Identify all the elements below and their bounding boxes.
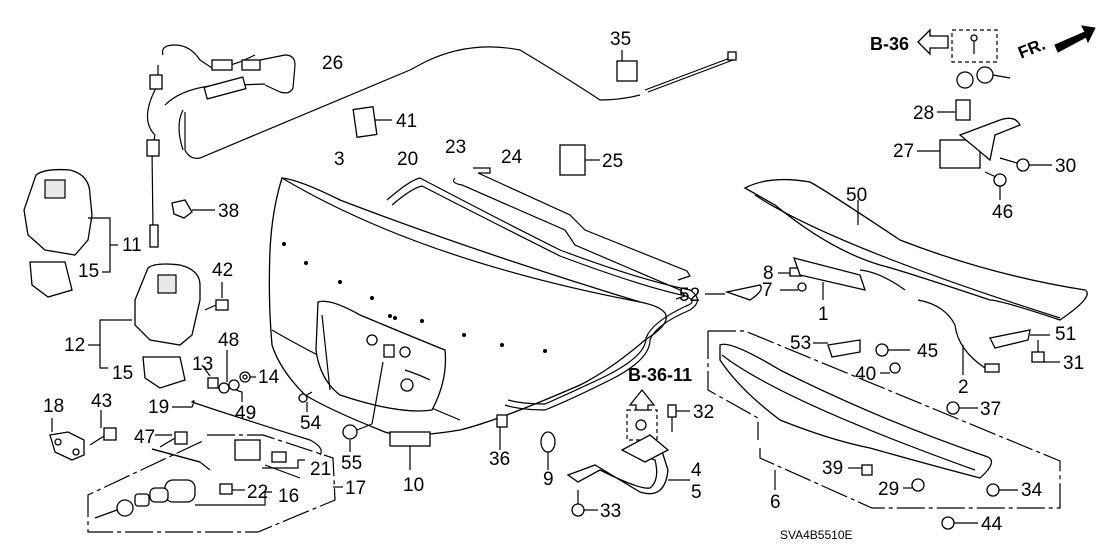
- part-label-52[interactable]: 52: [679, 285, 701, 306]
- part-label-8[interactable]: 8: [763, 263, 774, 284]
- weatherstrip-drawing: [386, 177, 699, 411]
- trunk-lock-assembly-drawings: [23, 168, 201, 389]
- part-label-34[interactable]: 34: [1021, 480, 1043, 501]
- part-label-4[interactable]: 4: [691, 460, 702, 481]
- part-label-22[interactable]: 22: [247, 482, 269, 503]
- part-label-2[interactable]: 2: [958, 377, 969, 398]
- part-label-18[interactable]: 18: [43, 396, 65, 417]
- diagram-code: SVA4B5510E: [780, 528, 853, 542]
- part-label-17[interactable]: 17: [345, 478, 367, 499]
- part-label-38[interactable]: 38: [218, 201, 240, 222]
- part-label-54[interactable]: 54: [300, 413, 322, 434]
- opener-cable-drawing: [146, 44, 641, 248]
- part-label-13[interactable]: 13: [192, 354, 214, 375]
- part-label-15a[interactable]: 15: [78, 261, 100, 282]
- part-label-40[interactable]: 40: [855, 364, 877, 385]
- trunk-lid-drawing: [268, 177, 667, 436]
- part-label-43[interactable]: 43: [91, 391, 113, 412]
- part-label-44[interactable]: 44: [981, 514, 1003, 535]
- part-label-6[interactable]: 6: [770, 492, 781, 513]
- part-label-51[interactable]: 51: [1055, 324, 1077, 345]
- part-label-9[interactable]: 9: [543, 469, 554, 490]
- part-label-37[interactable]: 37: [980, 399, 1002, 420]
- part-label-45[interactable]: 45: [917, 341, 939, 362]
- part-label-7[interactable]: 7: [762, 280, 773, 301]
- part-label-23[interactable]: 23: [445, 137, 467, 158]
- part-label-21[interactable]: 21: [310, 459, 332, 480]
- part-label-1[interactable]: 1: [818, 304, 829, 325]
- part-label-3[interactable]: 3: [334, 149, 345, 170]
- part-label-39[interactable]: 39: [822, 458, 844, 479]
- part-label-31[interactable]: 31: [1063, 353, 1085, 374]
- part-label-5[interactable]: 5: [691, 482, 702, 503]
- part-label-30[interactable]: 30: [1055, 156, 1077, 177]
- part-label-36[interactable]: 36: [489, 449, 511, 470]
- reference-b36-11[interactable]: B-36-11: [628, 365, 693, 385]
- part-label-33[interactable]: 33: [600, 501, 622, 522]
- part-label-35[interactable]: 35: [610, 29, 632, 50]
- part-label-15b[interactable]: 15: [112, 363, 134, 384]
- part-label-11[interactable]: 11: [122, 235, 142, 256]
- part-label-26[interactable]: 26: [322, 53, 344, 74]
- torsion-bars-drawing: [452, 167, 691, 300]
- part-label-14[interactable]: 14: [258, 367, 280, 388]
- part-label-27[interactable]: 27: [893, 141, 915, 162]
- part-label-53[interactable]: 53: [790, 333, 812, 354]
- part-label-28[interactable]: 28: [913, 103, 935, 124]
- part-label-25[interactable]: 25: [602, 151, 624, 172]
- small-parts-drawings: [49, 25, 1096, 533]
- part-label-29[interactable]: 29: [878, 479, 900, 500]
- part-label-19[interactable]: 19: [148, 397, 170, 418]
- part-label-48[interactable]: 48: [218, 330, 240, 351]
- part-label-16[interactable]: 16: [278, 486, 300, 507]
- reference-b36[interactable]: B-36: [870, 34, 910, 54]
- part-label-46[interactable]: 46: [992, 202, 1014, 223]
- part-label-10[interactable]: 10: [403, 475, 425, 496]
- part-label-20[interactable]: 20: [397, 149, 419, 170]
- part-label-41[interactable]: 41: [396, 111, 418, 132]
- part-label-42[interactable]: 42: [212, 260, 234, 281]
- part-label-49[interactable]: 49: [235, 403, 257, 424]
- part-label-12[interactable]: 12: [64, 335, 86, 356]
- part-label-24[interactable]: 24: [501, 147, 523, 168]
- part-label-47[interactable]: 47: [134, 427, 156, 448]
- part-label-32[interactable]: 32: [693, 402, 715, 423]
- part-label-55[interactable]: 55: [341, 453, 363, 474]
- part-label-50[interactable]: 50: [846, 185, 868, 206]
